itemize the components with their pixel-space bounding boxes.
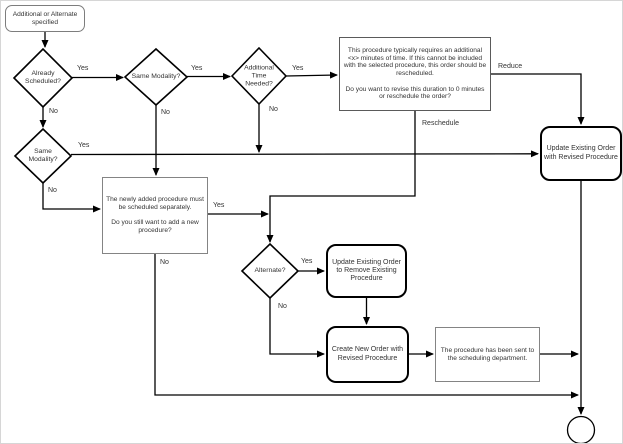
diamond-additional-time <box>230 46 288 106</box>
end-circle <box>566 415 596 443</box>
edge-schedule-separately-no <box>154 254 579 399</box>
node-sent-to-scheduling: The procedure has been sent to the sched… <box>435 327 540 382</box>
edge-additional-time-yes <box>285 71 338 79</box>
diamond-already-scheduled <box>12 47 74 109</box>
diamond-same-modality-left <box>13 127 73 185</box>
node-update-remove: Update Existing Order to Remove Existing… <box>326 244 407 298</box>
edge-reduce <box>491 73 585 125</box>
node-start: Additional or Alternate specified <box>5 5 85 32</box>
node-create-new: Create New Order with Revised Procedure <box>326 326 409 383</box>
edge-same-modality-left-no <box>42 183 101 213</box>
diamond-alternate <box>240 242 300 300</box>
diamond-same-modality-top <box>123 47 189 107</box>
node-schedule-separately-note: The newly added procedure must be schedu… <box>102 177 208 254</box>
edge-same-modality-left-yes-long <box>70 150 539 158</box>
node-update-revised: Update Existing Order with Revised Proce… <box>540 126 622 181</box>
edge-alternate-no <box>269 298 325 358</box>
node-duration-note: This procedure typically requires an add… <box>339 37 491 111</box>
edge-reschedule <box>266 111 416 243</box>
